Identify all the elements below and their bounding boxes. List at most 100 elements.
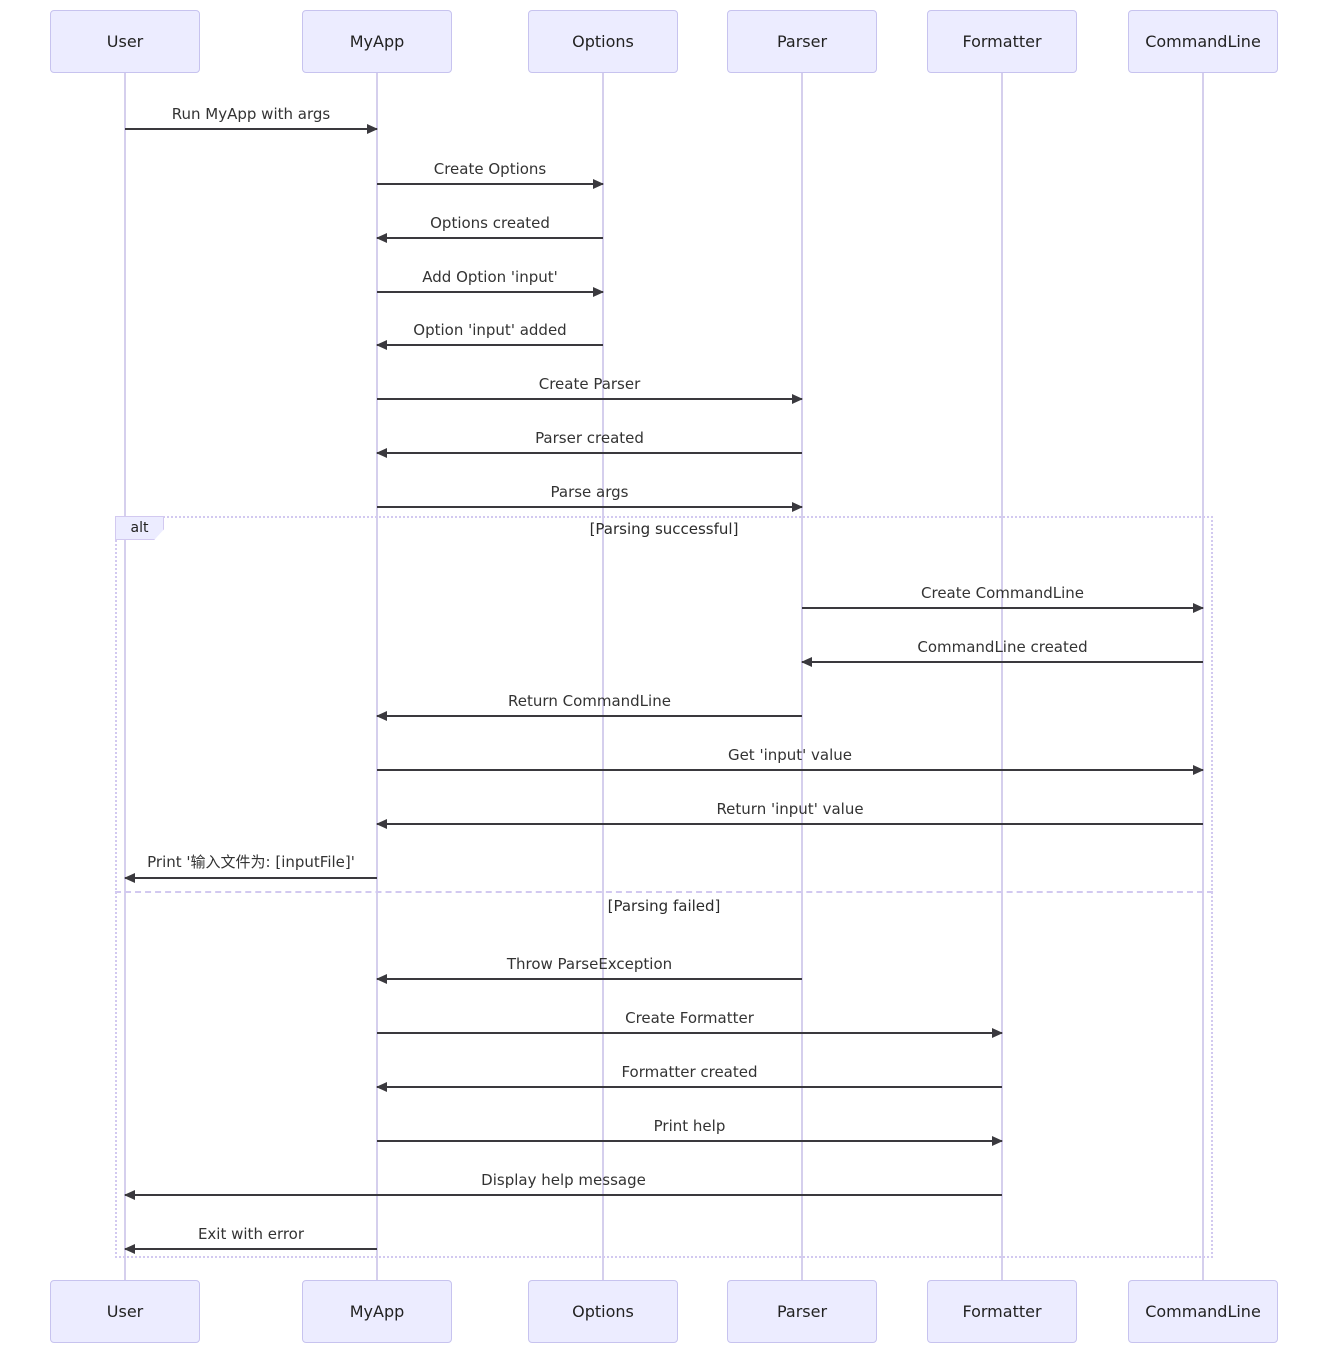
message-create-commandline: Create CommandLine [802, 575, 1204, 613]
message-commandline-created: CommandLine created [801, 629, 1203, 667]
arrowhead-icon [1193, 603, 1204, 613]
arrowhead-icon [593, 287, 604, 297]
message-line [124, 1190, 1002, 1200]
message-line [376, 711, 802, 721]
arrowhead-icon [1193, 765, 1204, 775]
message-line [377, 1028, 1003, 1038]
message-return-input-value: Return 'input' value [376, 791, 1203, 829]
arrowhead-icon [376, 1082, 387, 1092]
message-line [376, 974, 802, 984]
arrowhead-icon [992, 1136, 1003, 1146]
message-line [125, 124, 378, 134]
lifeline-options [602, 73, 604, 1280]
message-parser-created: Parser created [376, 420, 802, 458]
participant-user-bottom: User [50, 1280, 200, 1343]
message-line [801, 657, 1203, 667]
lifeline-myapp [376, 73, 378, 1280]
arrowhead-icon [376, 711, 387, 721]
message-label: Print '输入文件为: [inputFile]' [147, 853, 355, 871]
message-add-option-input: Add Option 'input' [377, 259, 604, 297]
message-label: Throw ParseException [506, 955, 673, 973]
message-line [377, 502, 803, 512]
participant-label: Options [572, 32, 634, 51]
participant-label: Options [572, 1302, 634, 1321]
message-label: Create Formatter [625, 1009, 754, 1027]
participant-formatter-bottom: Formatter [927, 1280, 1077, 1343]
message-option-input-added: Option 'input' added [376, 312, 603, 350]
arrowhead-icon [376, 819, 387, 829]
message-label: Add Option 'input' [422, 268, 558, 286]
message-line [802, 603, 1204, 613]
message-get-input-value: Get 'input' value [377, 737, 1204, 775]
participant-myapp-bottom: MyApp [302, 1280, 452, 1343]
participant-label: MyApp [349, 1302, 405, 1321]
arrowhead-icon [792, 502, 803, 512]
participant-formatter-top: Formatter [927, 10, 1077, 73]
message-line [376, 233, 603, 243]
message-print-inputfile: Print '输入文件为: [inputFile]' [124, 845, 377, 883]
arrowhead-icon [124, 1190, 135, 1200]
message-label: Parser created [535, 429, 644, 447]
message-parse-args: Parse args [377, 474, 803, 512]
message-line [124, 1244, 377, 1254]
message-label: Return 'input' value [716, 800, 864, 818]
message-line [377, 1136, 1003, 1146]
message-label: Create CommandLine [921, 584, 1084, 602]
message-line [124, 873, 377, 883]
message-label: Exit with error [197, 1225, 305, 1243]
message-label: Create Parser [538, 375, 641, 393]
message-line [376, 448, 802, 458]
lifeline-commandline [1202, 73, 1204, 1280]
message-line [376, 340, 603, 350]
message-label: Option 'input' added [413, 321, 567, 339]
lifeline-user [124, 73, 126, 1280]
message-label: Options created [430, 214, 550, 232]
alt-divider [115, 891, 1213, 893]
participant-label: CommandLine [1145, 32, 1261, 51]
arrowhead-icon [992, 1028, 1003, 1038]
alt-operator-text: alt [130, 520, 149, 536]
alt-operator-label: alt [115, 516, 164, 540]
participant-myapp-top: MyApp [302, 10, 452, 73]
participant-options-bottom: Options [528, 1280, 678, 1343]
participant-parser-top: Parser [727, 10, 877, 73]
message-label: Display help message [481, 1171, 646, 1189]
message-label: Formatter created [621, 1063, 758, 1081]
arrowhead-icon [376, 448, 387, 458]
message-line [377, 765, 1204, 775]
participant-label: User [106, 32, 144, 51]
message-label: CommandLine created [917, 638, 1088, 656]
lifeline-formatter [1001, 73, 1003, 1280]
participant-label: Formatter [962, 32, 1042, 51]
message-print-help: Print help [377, 1108, 1003, 1146]
message-label: Run MyApp with args [171, 105, 331, 123]
arrowhead-icon [367, 124, 378, 134]
alt-condition-success: [Parsing successful] [589, 520, 739, 538]
arrowhead-icon [124, 873, 135, 883]
participant-options-top: Options [528, 10, 678, 73]
message-create-options: Create Options [377, 151, 604, 189]
message-create-parser: Create Parser [377, 366, 803, 404]
participant-label: Formatter [962, 1302, 1042, 1321]
lifeline-parser [801, 73, 803, 1280]
alt-condition-failed: [Parsing failed] [607, 897, 721, 915]
message-label: Parse args [550, 483, 629, 501]
message-line [376, 819, 1203, 829]
message-display-help-message: Display help message [124, 1162, 1002, 1200]
message-run-myapp-with-args: Run MyApp with args [125, 96, 378, 134]
participant-commandline-top: CommandLine [1128, 10, 1278, 73]
message-label: Print help [653, 1117, 726, 1135]
arrowhead-icon [376, 233, 387, 243]
alt-frame [115, 516, 1213, 1258]
message-line [377, 179, 604, 189]
arrowhead-icon [593, 179, 604, 189]
message-line [376, 1082, 1002, 1092]
arrowhead-icon [801, 657, 812, 667]
participant-label: Parser [776, 32, 828, 51]
participant-user-top: User [50, 10, 200, 73]
participant-label: Parser [776, 1302, 828, 1321]
message-create-formatter: Create Formatter [377, 1000, 1003, 1038]
participant-parser-bottom: Parser [727, 1280, 877, 1343]
message-label: Create Options [433, 160, 547, 178]
